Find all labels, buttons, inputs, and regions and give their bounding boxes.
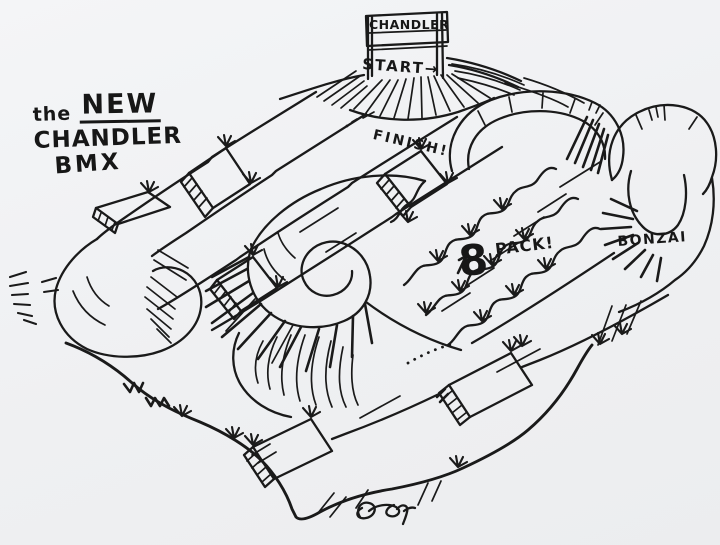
eight-pack-number: 8 <box>456 234 491 286</box>
start-gate <box>364 10 450 81</box>
outer-edge <box>64 341 594 521</box>
jump-box <box>179 133 262 219</box>
artist-signature <box>356 501 417 526</box>
start-sign-text: CHANDLER <box>369 17 450 32</box>
final-straight <box>242 293 670 489</box>
title-word-the: the <box>32 103 72 127</box>
top-berm <box>448 90 625 182</box>
right-berm <box>590 103 718 346</box>
jump-box <box>91 179 172 235</box>
jump-box <box>375 136 459 224</box>
rhythm-section <box>402 161 616 347</box>
middle-berm <box>204 174 427 373</box>
title-word-new: NEW <box>78 88 161 125</box>
drawing-title: the NEW CHANDLER BMX <box>32 88 183 180</box>
bottom-berm <box>232 331 359 419</box>
jump-box <box>208 242 289 321</box>
arrow-icon <box>456 254 468 275</box>
left-berm <box>8 237 203 358</box>
